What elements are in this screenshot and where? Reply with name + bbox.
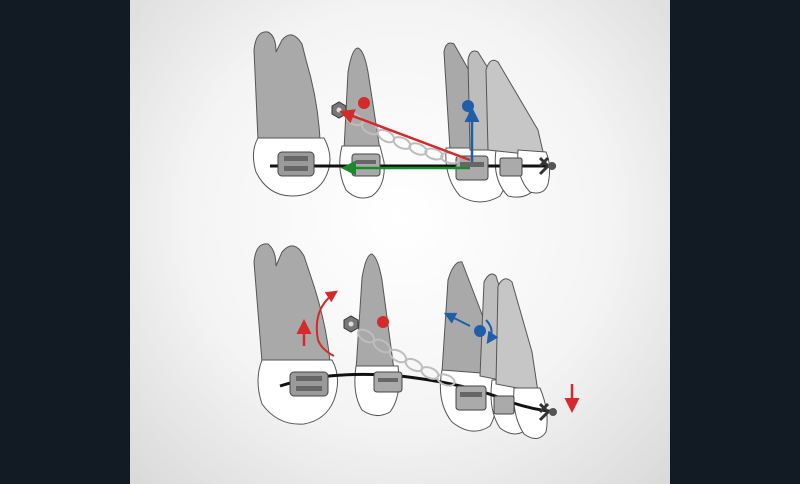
canine-bracket-icon-bottom (455, 385, 487, 411)
hex-hook-icon (331, 101, 347, 119)
red-dot-icon (358, 97, 370, 109)
wire-stop-icon-bottom (538, 402, 557, 422)
retraction-force-arrow (339, 109, 471, 162)
red-dot-icon-bottom (377, 316, 389, 328)
incisor-bracket-icon-bottom (493, 395, 515, 415)
incisor-moment-arrow (485, 319, 499, 344)
molar-moment-arrow (315, 290, 338, 357)
left-dark-border (0, 0, 130, 484)
molar-tube-icon-bottom (289, 371, 329, 397)
central-incisor-tooth-bottom (495, 278, 548, 439)
wire-stop-icon (538, 156, 556, 176)
molar-tube-icon (277, 151, 315, 177)
molar-tooth-bottom (253, 243, 338, 425)
bottom-panel (253, 243, 580, 439)
premolar-bracket-icon-bottom (373, 371, 403, 393)
elastic-chain-bottom (356, 328, 456, 387)
diagram-canvas (130, 0, 670, 484)
top-panel (252, 31, 556, 203)
blue-dot-icon (462, 100, 474, 112)
blue-dot-icon-bottom (474, 325, 486, 337)
premolar-bracket-icon (351, 153, 381, 177)
hex-hook-icon-bottom (343, 315, 359, 333)
incisor-force-arrow (443, 312, 471, 327)
incisor-bracket-icon (499, 157, 523, 177)
right-dark-border (670, 0, 800, 484)
